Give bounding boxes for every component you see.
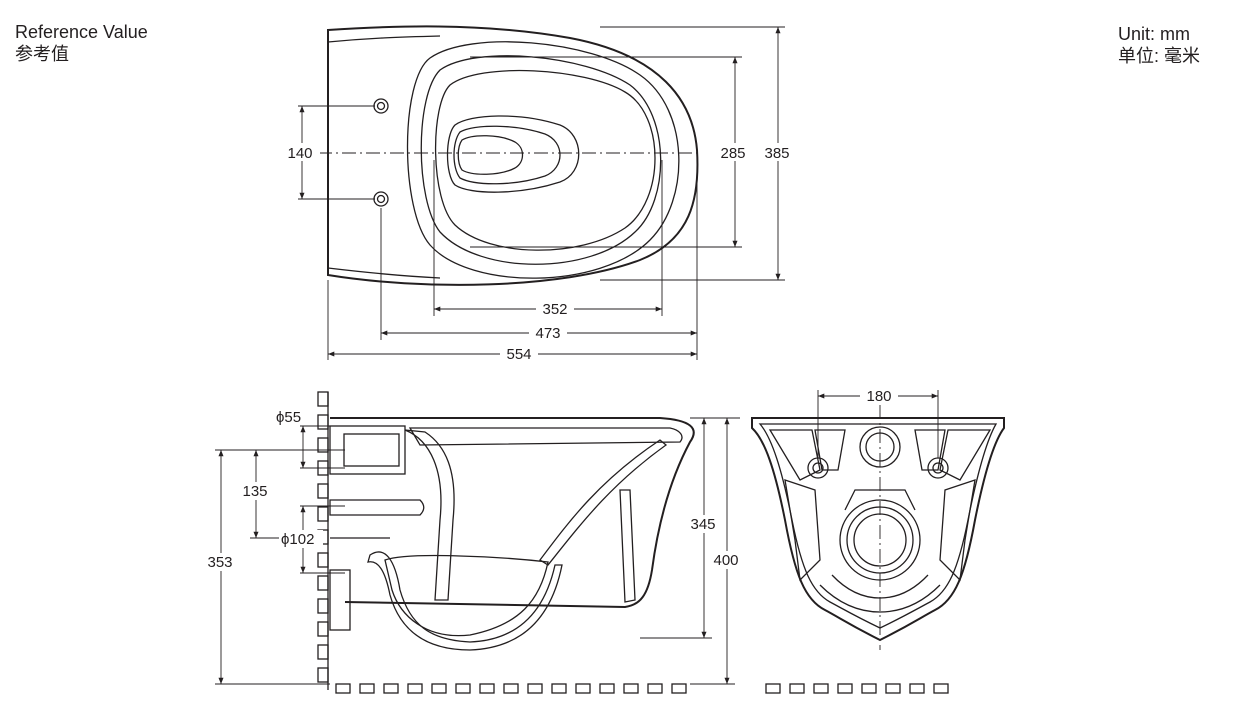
rear-view: 180	[751, 387, 1005, 694]
dim-140-label: 140	[287, 145, 312, 162]
side-view-front-foot	[619, 489, 636, 603]
dim-554-label: 554	[506, 346, 531, 363]
side-view-rim	[408, 427, 683, 446]
side-view-inlet-bore	[343, 433, 400, 467]
rear-view-rib-inner-right	[914, 429, 946, 471]
top-view-bolt-hole-lower-inner	[376, 194, 386, 204]
rear-view-mount-hole-right-inner	[932, 462, 944, 474]
side-view: ϕ55 135 ϕ102 353 345 400	[203, 391, 745, 694]
unit-en: Unit: mm	[1118, 24, 1190, 44]
unit-zh: 单位: 毫米	[1118, 46, 1201, 66]
side-view-bowl-wall	[404, 429, 455, 601]
side-view-bowl-outline	[330, 417, 695, 609]
top-view-bolt-hole-upper-inner	[376, 101, 386, 111]
rear-view-rib-right	[939, 429, 992, 481]
reference-value-label: Reference Value 参考值	[15, 21, 148, 65]
side-view-floor	[335, 683, 687, 694]
dim-180-label: 180	[866, 388, 891, 405]
rear-view-rib-left	[768, 429, 821, 481]
top-view-waterway	[446, 115, 580, 193]
top-view-rim-inner	[420, 55, 662, 265]
side-view-water	[384, 554, 549, 637]
dim-345-label: 345	[690, 516, 715, 533]
side-view-trap-outer	[367, 551, 563, 651]
dim-353-label: 353	[207, 554, 232, 571]
dim-phi55-label: ϕ55	[276, 409, 301, 426]
dim-473-label: 473	[535, 325, 560, 342]
top-view-rim	[406, 41, 680, 279]
dim-400-label: 400	[713, 552, 738, 569]
side-view-front-wall	[539, 439, 668, 566]
top-view-waterway-mid	[453, 125, 561, 185]
top-view-bolt-hole-upper	[373, 98, 389, 114]
side-view-trapway	[329, 499, 425, 516]
rear-view-rib-inner-left	[814, 429, 846, 471]
rear-view-rib-lower-left	[784, 479, 821, 582]
top-view-bolt-hole-lower	[373, 191, 389, 207]
top-view-drain	[457, 135, 524, 175]
reference-value-zh: 参考值	[15, 44, 69, 64]
rear-view-rib-lower-right	[939, 479, 976, 582]
rear-view-mount-hole-left-inner	[812, 462, 824, 474]
top-view-outer-outline	[327, 25, 699, 286]
dim-135-label: 135	[242, 483, 267, 500]
top-view-inner-bowl	[434, 69, 656, 251]
top-view-back-edge-lower	[327, 267, 441, 279]
reference-value-en: Reference Value	[15, 22, 148, 42]
top-view: 140 285 385 352 473 554	[284, 25, 796, 363]
side-view-outlet-flange	[329, 569, 351, 631]
dim-phi102-label: ϕ102	[281, 531, 314, 548]
rear-view-lower-curve	[819, 584, 941, 613]
unit-label: Unit: mm 单位: 毫米	[1118, 23, 1200, 67]
top-view-back-edge	[327, 35, 441, 43]
dim-385-label: 385	[764, 145, 789, 162]
rear-view-outlet-mid	[846, 506, 914, 574]
rear-view-floor	[765, 683, 949, 694]
dim-285-label: 285	[720, 145, 745, 162]
dim-352-label: 352	[542, 301, 567, 318]
